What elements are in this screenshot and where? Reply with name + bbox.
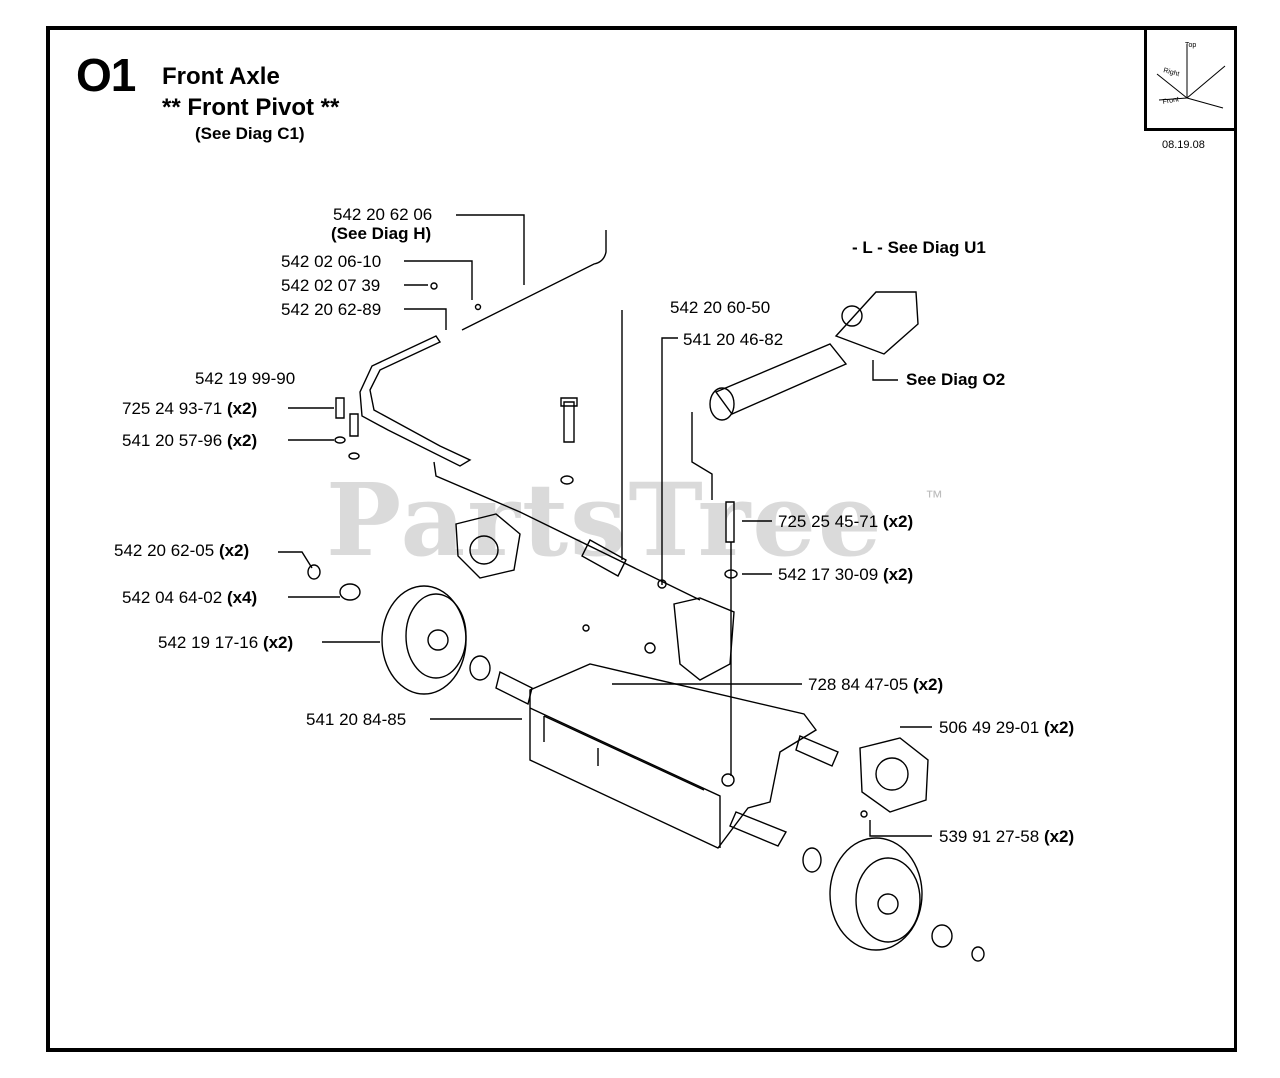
orientation-icon: Top Right Front: [1156, 42, 1226, 109]
callout-542-02-07-39: 542 02 07 39: [281, 276, 381, 295]
center-bolt: [560, 397, 578, 443]
axle-box-inner: [543, 715, 705, 791]
leader-541-20-46-82: [661, 337, 678, 585]
bolt-725-25-45-71: [725, 501, 735, 543]
callout-728-84-47-05: 728 84 47-05 (x2): [808, 675, 944, 694]
wheel-right: [829, 837, 923, 951]
bearing-left: [469, 535, 499, 565]
callout-542-19-17-16: 542 19 17-16 (x2): [158, 633, 294, 652]
callout-725-25-45-71: 725 25 45-71 (x2): [778, 512, 914, 531]
washer-right-inner: [802, 847, 822, 873]
callout-542-20-62-89: 542 20 62-89: [281, 300, 382, 319]
spindle-left: [495, 670, 533, 706]
center-nut: [560, 475, 574, 485]
section-code: O1: [76, 49, 136, 101]
clip-right: [971, 946, 985, 962]
spring-541-20-46-82: [657, 579, 667, 589]
callout-542-20-62-06: 542 20 62 06: [333, 205, 433, 224]
leader-539-91-27-58: [869, 820, 932, 837]
nut-541-20-57-96-b: [348, 452, 360, 460]
wheel-left-hub: [427, 629, 449, 651]
callout-see-diag-u1: - L - See Diag U1: [852, 238, 986, 257]
clip-left: [307, 564, 321, 580]
wheel-right-rim: [855, 857, 921, 943]
pin-728-84-47-05-b: [582, 624, 590, 632]
callout-542-20-60-50: 542 20 60-50: [670, 298, 771, 317]
callout-542-19-99-90: 542 19 99-90: [195, 369, 296, 388]
diagram-frame: [46, 26, 1237, 1052]
callout-see-diag-o2: See Diag O2: [906, 370, 1006, 389]
spindle-right-upper: [795, 735, 839, 767]
compass-top-label: Top: [1185, 42, 1196, 49]
washer-left-inner: [469, 655, 491, 681]
callout-542-17-30-09: 542 17 30-09 (x2): [778, 565, 914, 584]
lower-nut: [721, 773, 735, 787]
pin-728-84-47-05-a: [644, 642, 656, 654]
callout-541-20-46-82: 541 20 46-82: [683, 330, 784, 349]
leader-542-02-06-10: [404, 260, 473, 300]
leader-542-20-62-89: [404, 308, 447, 330]
orientation-box: Top Right Front: [1144, 30, 1236, 131]
bearing-block-right: [859, 737, 929, 813]
control-rod: [461, 230, 607, 331]
leader-see-diag-o2: [872, 360, 898, 381]
pivot-ears: [673, 597, 735, 681]
spindle-right-lower: [729, 811, 788, 847]
diagram-subtitle: ** Front Pivot **: [162, 94, 340, 121]
callout-541-20-84-85: 541 20 84-85: [306, 710, 407, 729]
diagram-title: Front Axle: [162, 63, 280, 90]
washer-542-02-07-39: [430, 282, 438, 290]
pivot-yoke: [834, 291, 919, 355]
wheel-right-hub: [877, 893, 899, 915]
diagram-reference: (See Diag C1): [195, 124, 305, 143]
watermark-tm: ™: [925, 487, 943, 507]
callout-539-91-27-58: 539 91 27-58 (x2): [939, 827, 1075, 846]
axle-main-body: [529, 663, 818, 849]
bearing-right: [875, 757, 909, 791]
grease-fitting-539-91-27-58: [860, 810, 868, 818]
callout-725-24-93-71: 725 24 93-71 (x2): [122, 399, 258, 418]
assembly-guide: [433, 461, 701, 601]
pivot-tube: [714, 343, 848, 415]
callout-542-02-06-10: 542 02 06-10: [281, 252, 382, 271]
bearing-block-left: [455, 513, 521, 579]
pivot-pin: [581, 539, 627, 577]
callout-542-04-64-02: 542 04 64-02 (x4): [122, 588, 258, 607]
pivot-bracket-line: [691, 412, 713, 500]
callout-see-diag-h: (See Diag H): [331, 224, 432, 243]
compass-front-label: Front: [1162, 96, 1179, 106]
lever-bracket: [359, 335, 472, 467]
clip-542-02-06-10: [474, 303, 482, 311]
wheel-left-rim: [405, 593, 467, 679]
pivot-tube-end: [709, 387, 735, 421]
diagram-date: 08.19.08: [1162, 139, 1205, 151]
axle-box-edge: [529, 707, 721, 848]
nut-541-20-57-96-a: [334, 436, 346, 444]
compass-right-label: Right: [1162, 67, 1180, 78]
callout-541-20-57-96: 541 20 57-96 (x2): [122, 431, 258, 450]
pivot-knob: [841, 305, 863, 327]
leader-542-20-62-06: [456, 214, 525, 285]
callout-542-20-62-05: 542 20 62-05 (x2): [114, 541, 250, 560]
washer-left-outer: [339, 583, 361, 601]
leader-542-20-62-05: [278, 551, 313, 569]
callout-506-49-29-01: 506 49 29-01 (x2): [939, 718, 1075, 737]
washer-right-outer: [931, 924, 953, 948]
bolts-725-24-93-71: [335, 397, 359, 437]
